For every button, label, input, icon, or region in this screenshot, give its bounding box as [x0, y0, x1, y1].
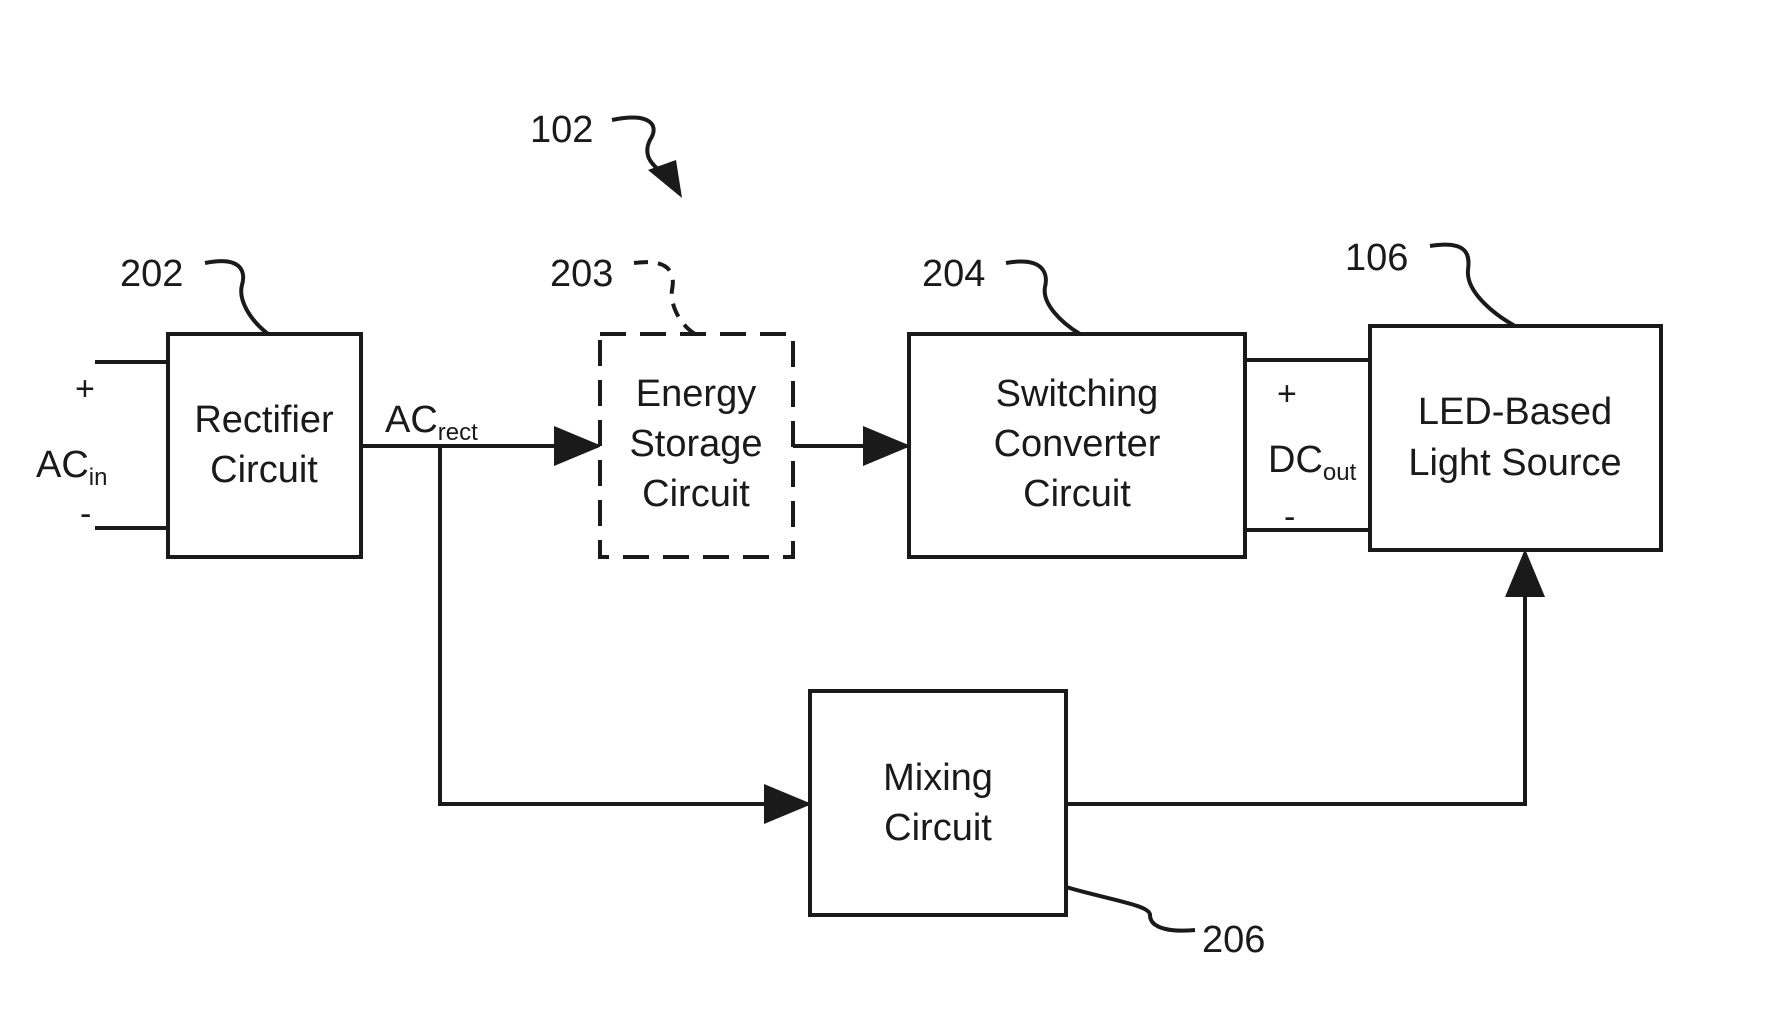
mixing-ref-leader: [1066, 887, 1195, 931]
mixing-ref-label: 206: [1202, 919, 1265, 961]
rectifier-label-line2: Circuit: [210, 449, 318, 491]
ac-rect-main: AC: [385, 399, 438, 441]
rectifier-block: [168, 334, 361, 557]
ac-rect-sub: rect: [438, 419, 478, 446]
system-ref-label: 102: [530, 109, 593, 151]
mixing-block: [810, 691, 1066, 915]
energy-storage-label-line3: Circuit: [642, 473, 750, 515]
switching-converter-label-line2: Converter: [994, 423, 1161, 465]
led-source-ref-label: 106: [1345, 237, 1408, 279]
rectifier-label-line1: Rectifier: [194, 399, 334, 441]
ac-in-plus-sign: +: [75, 370, 95, 408]
dc-out-main: DC: [1268, 439, 1323, 481]
led-source-label-line2: Light Source: [1408, 442, 1621, 484]
led-source-block: [1370, 326, 1661, 550]
ac-in-main: AC: [36, 444, 89, 486]
switching-converter-label-line1: Switching: [996, 373, 1159, 415]
dc-out-sub: out: [1323, 459, 1357, 486]
switching-converter-ref-label: 204: [922, 253, 985, 295]
ac-in-minus-sign: -: [80, 495, 91, 533]
energy-storage-label-line2: Storage: [629, 423, 762, 465]
switching-converter-label-line3: Circuit: [1023, 473, 1131, 515]
switching-converter-ref-leader: [1006, 261, 1080, 334]
dc-out-label: DCout: [1268, 439, 1357, 486]
energy-storage-ref-label: 203: [550, 253, 613, 295]
ac-in-sub: in: [89, 464, 108, 491]
dc-out-plus-sign: +: [1277, 375, 1297, 413]
rectifier-ref-label: 202: [120, 253, 183, 295]
ac-rect-label: ACrect: [385, 399, 478, 446]
energy-storage-ref-leader: [634, 262, 695, 334]
mixing-label-line2: Circuit: [884, 807, 992, 849]
mixing-label-line1: Mixing: [883, 757, 993, 799]
energy-storage-label-line1: Energy: [636, 373, 756, 415]
ac-in-label: ACin: [36, 444, 107, 491]
dc-out-minus-sign: -: [1284, 498, 1295, 536]
mixing-to-led-arrow: [1066, 553, 1525, 804]
rectifier-ref-leader: [205, 261, 268, 334]
led-source-label-line1: LED-Based: [1418, 391, 1612, 433]
led-source-ref-leader: [1430, 245, 1515, 326]
